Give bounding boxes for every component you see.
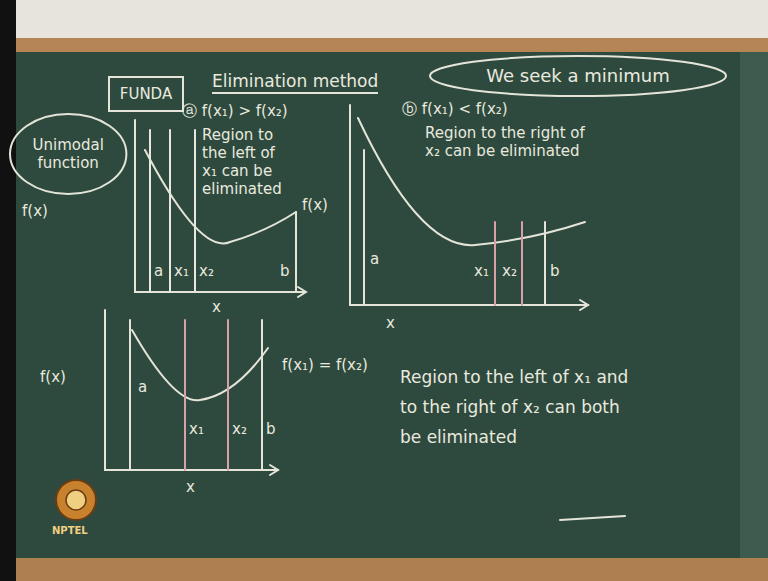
boxed-label: FUNDA <box>108 76 184 112</box>
chalk-note: Region to the left of x₁ can be eliminat… <box>202 126 290 198</box>
bound-b-a <box>295 212 297 292</box>
axes-c <box>105 310 278 470</box>
node-text: FUNDA <box>120 85 172 103</box>
point-label: x₁ <box>474 262 489 280</box>
title: Elimination method <box>212 72 378 94</box>
bound-b-b <box>544 222 546 305</box>
circled-note: Unimodal function <box>8 112 128 196</box>
axis-label: x <box>212 298 221 316</box>
bound-lines-c <box>185 320 228 470</box>
bound-lines-b <box>495 222 522 305</box>
outline-shape <box>10 114 126 194</box>
chalk-note: Region to the right of x₂ can be elimina… <box>425 124 595 160</box>
axis-label: x <box>186 478 195 496</box>
axis-label: f(x) <box>22 202 48 220</box>
left-border <box>0 0 16 581</box>
axis-arrow <box>298 287 306 297</box>
chalk-equation: f(x₁) = f(x₂) <box>282 356 368 374</box>
point-label: x₂ <box>232 420 247 438</box>
curve-c <box>132 330 268 400</box>
axis-label: x <box>386 314 395 332</box>
point-label: x₁ <box>174 262 189 280</box>
point-label: x₂ <box>502 262 517 280</box>
axis-label: f(x) <box>302 196 328 214</box>
case-condition: ⓑ f(x₁) < f(x₂) <box>402 100 508 118</box>
wall <box>0 0 768 40</box>
board-frame-bottom <box>0 558 768 581</box>
point-label: x₁ <box>189 420 204 438</box>
axis-arrow <box>580 300 588 310</box>
case-condition: ⓐ f(x₁) > f(x₂) <box>182 102 288 120</box>
axes-a <box>135 120 305 292</box>
board-edge <box>740 52 768 558</box>
bound-a-b-c <box>130 320 262 470</box>
bound-label: b <box>266 420 276 438</box>
oval-note: We seek a minimum <box>428 54 728 98</box>
bound-label: a <box>138 378 147 396</box>
chalk-underline <box>560 516 625 520</box>
board-frame-top <box>0 38 768 52</box>
outline-shape <box>109 77 183 111</box>
bound-lines-a <box>150 130 195 292</box>
bound-label: b <box>280 262 290 280</box>
chalk-note: Region to the left of x₁ and to the righ… <box>400 362 635 452</box>
bound-a-b <box>363 150 365 305</box>
bound-label: b <box>550 262 560 280</box>
axis-label: f(x) <box>40 368 66 386</box>
outline-shape <box>430 56 726 96</box>
point-label: x₂ <box>199 262 214 280</box>
node-text: We seek a minimum <box>486 67 669 85</box>
axis-arrow <box>270 465 278 475</box>
bound-label: a <box>370 250 379 268</box>
bound-label: a <box>154 262 163 280</box>
nptel-logo <box>56 480 96 520</box>
node-text: Unimodal function <box>32 136 104 172</box>
logo-text: NPTEL <box>52 522 88 540</box>
